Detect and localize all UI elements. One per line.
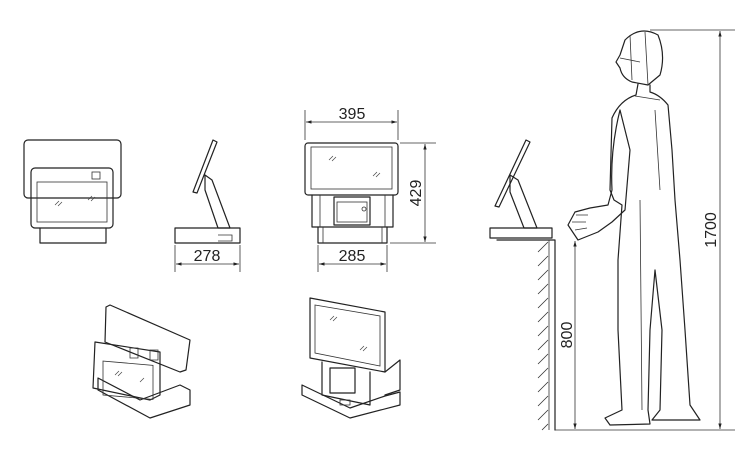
- isometric-view-front-drawing: [301, 297, 401, 419]
- person-height-label: 1700: [703, 212, 720, 248]
- side-view-drawing: [174, 139, 241, 272]
- side-depth-label: 278: [194, 248, 221, 265]
- front-view-drawing: [304, 110, 436, 272]
- human-figure-drawing: [567, 30, 701, 426]
- height-label: 429: [408, 180, 425, 207]
- base-width-label: 285: [339, 248, 366, 265]
- counter-height-label: 800: [559, 322, 576, 349]
- top-width-label: 395: [339, 106, 366, 123]
- isometric-view-rear-drawing: [92, 304, 191, 419]
- counter-scene-drawing: [489, 29, 735, 431]
- rear-view-drawing: [23, 139, 122, 244]
